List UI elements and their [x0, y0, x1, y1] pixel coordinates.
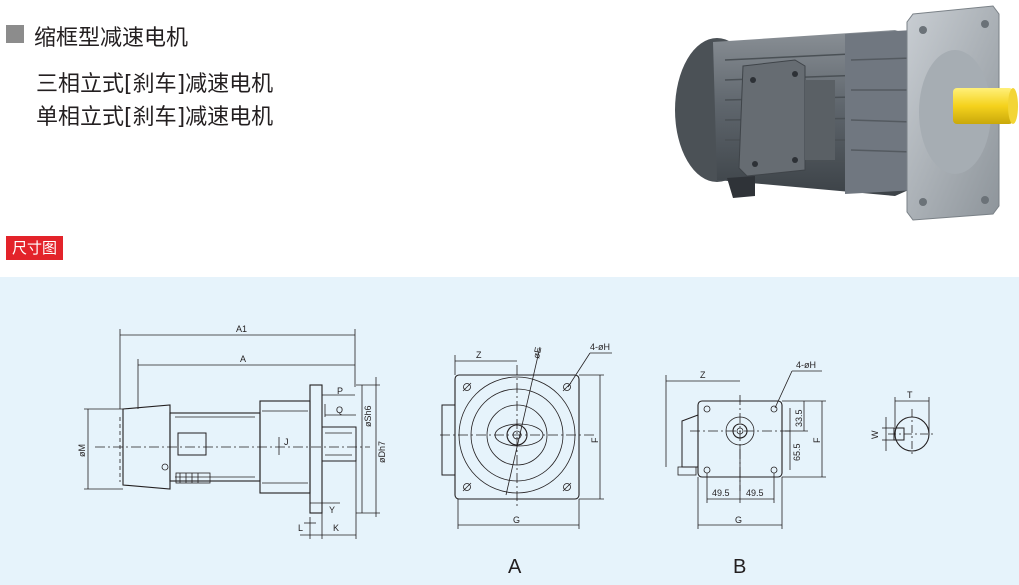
dim-label-dh7: øDh7	[377, 441, 387, 463]
dim-label-f: F	[590, 437, 600, 443]
product-list: 三相立式[刹车]减速电机 单相立式[刹车]减速电机	[36, 68, 273, 134]
dim-label-49-5-left: 49.5	[712, 488, 730, 498]
dim-label-l: L	[298, 523, 303, 533]
dim-label-33-5: 33.5	[794, 409, 804, 427]
shaft-section-drawing	[882, 397, 936, 457]
dim-label-t: T	[907, 390, 913, 400]
front-view-b-drawing	[665, 370, 826, 529]
dim-label-sh6: øSh6	[363, 405, 373, 427]
dim-label-49-5-right: 49.5	[746, 488, 764, 498]
dim-label-g: G	[735, 515, 742, 525]
product-name: 单相立式[刹车]减速电机	[36, 105, 274, 130]
dim-label-e: øE	[531, 346, 543, 359]
dim-label-p: P	[337, 386, 343, 396]
motor-photo	[655, 0, 1019, 225]
dim-label-j: J	[284, 437, 289, 447]
view-caption-b: B	[733, 556, 746, 578]
section-marker	[6, 25, 24, 43]
dimension-drawing-panel: A1 A P Q øSh6 øDh7 øM J Y L K	[0, 277, 1019, 585]
dim-label-k: K	[333, 523, 339, 533]
dim-label-z: Z	[700, 370, 706, 380]
dim-label-g: G	[513, 515, 520, 525]
dim-label-65-5: 65.5	[792, 443, 802, 461]
dim-label-z: Z	[476, 350, 482, 360]
dim-label-f: F	[812, 437, 822, 443]
product-name: 三相立式[刹车]减速电机	[36, 72, 274, 97]
view-caption-a: A	[508, 556, 522, 578]
side-view-drawing	[84, 329, 380, 539]
dim-label-a1: A1	[236, 324, 247, 334]
dim-label-w: W	[870, 430, 880, 439]
dim-label-q: Q	[336, 405, 343, 415]
dim-label-a: A	[240, 354, 246, 364]
dim-label-4h: 4-øH	[796, 360, 816, 370]
section-title: 缩框型减速电机	[34, 26, 189, 51]
dim-label-4h: 4-øH	[590, 342, 610, 352]
front-view-a-drawing	[440, 346, 612, 529]
dimension-section-tag: 尺寸图	[6, 236, 64, 260]
dim-label-y: Y	[329, 505, 335, 515]
dim-label-m: øM	[77, 444, 87, 457]
